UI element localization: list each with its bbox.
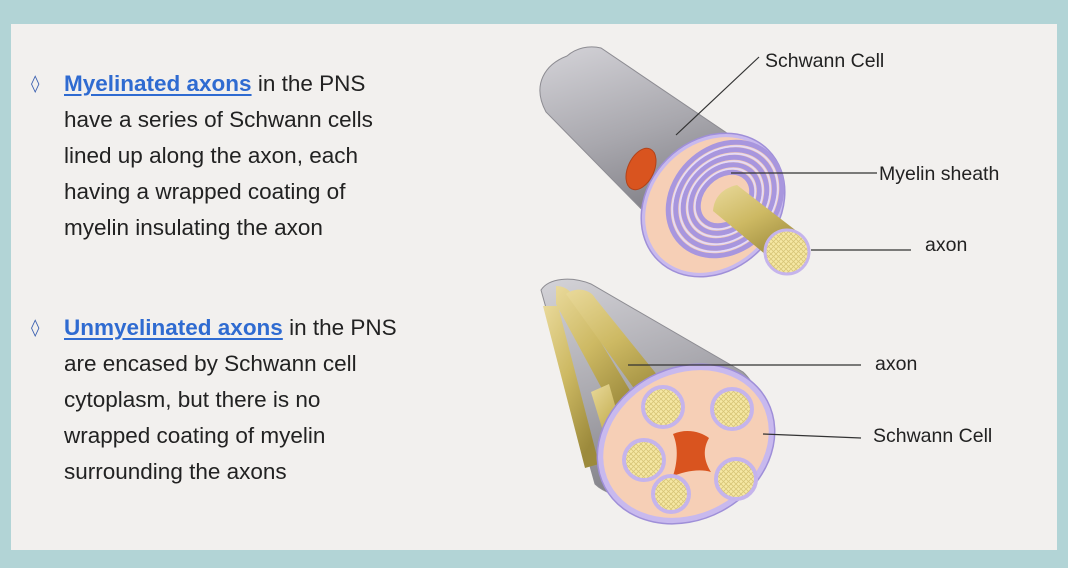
content-panel: ◊ Myelinated axons in the PNS have a ser… bbox=[11, 24, 1057, 550]
label-schwann-cell-top: Schwann Cell bbox=[765, 50, 884, 73]
label-axon-bottom: axon bbox=[875, 353, 917, 376]
nerve-fiber-diagram bbox=[11, 24, 1057, 550]
unmyelinated-fiber-illustration bbox=[541, 279, 861, 550]
label-schwann-cell-bottom: Schwann Cell bbox=[873, 425, 992, 448]
leader-schwann-cell-top bbox=[676, 57, 759, 135]
label-myelin-sheath: Myelin sheath bbox=[879, 163, 999, 186]
leader-schwann-cell-bottom bbox=[763, 434, 861, 438]
label-axon-top: axon bbox=[925, 234, 967, 257]
myelinated-fiber-illustration bbox=[540, 47, 911, 306]
axon-cross-section-top bbox=[765, 230, 809, 274]
